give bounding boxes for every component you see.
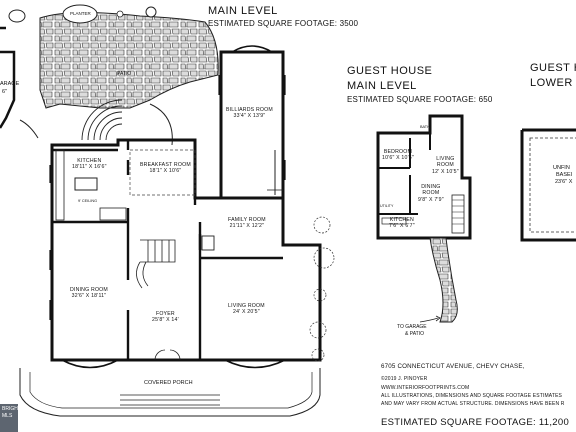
main-level-sqft: ESTIMATED SQUARE FOOTAGE: 3500 xyxy=(208,19,359,28)
bath-label: BATH xyxy=(420,125,430,129)
breakfast-dashed xyxy=(129,149,196,196)
covered-porch-outline xyxy=(19,368,321,417)
main-level-title: MAIN LEVEL xyxy=(208,5,278,17)
billiards-walls xyxy=(219,50,285,200)
copyright-text: ©2019 J. PINOYER xyxy=(381,376,428,382)
foyer-stairs xyxy=(136,239,176,289)
living-bay xyxy=(224,359,286,369)
gh-lower-walls xyxy=(520,128,576,242)
gh-stairs xyxy=(451,194,465,234)
guest-house-main-level-title: MAIN LEVEL xyxy=(347,80,417,92)
garage-dim-label: 6" xyxy=(2,89,8,95)
to-garage-label: TO GARAGE xyxy=(397,324,427,330)
guest-house-walls xyxy=(376,114,472,240)
guest-house-lower-title: GUEST H xyxy=(530,62,576,74)
garage-arrow xyxy=(419,315,441,323)
patio-label: PATIO xyxy=(117,71,132,77)
guest-house-sqft: ESTIMATED SQUARE FOOTAGE: 650 xyxy=(347,95,493,104)
address-text: 6705 CONNECTICUT AVENUE, CHEVY CHASE, xyxy=(381,363,525,370)
garage-wall xyxy=(0,26,16,129)
basement-label: BASEI xyxy=(556,172,573,178)
front-door-swing xyxy=(154,349,181,361)
and-patio-label: & PATIO xyxy=(405,331,424,337)
disclaimer-line-2: AND MAY VARY FROM ACTUAL STRUCTURE. DIME… xyxy=(381,401,565,407)
planter-small-1 xyxy=(8,9,26,23)
ceiling-label: 9' CEILING xyxy=(78,199,98,203)
patio-steps xyxy=(81,99,123,141)
stone-patio xyxy=(39,11,219,109)
stone-path xyxy=(429,237,458,323)
porch-steps xyxy=(120,394,220,406)
fireplace xyxy=(201,235,215,251)
gh-kitchen-counter xyxy=(381,217,407,225)
guest-house-title: GUEST HOUSE xyxy=(347,65,433,77)
guest-house-interior xyxy=(378,133,431,215)
planter-circle xyxy=(62,4,98,24)
garage-inner-curve xyxy=(19,119,39,139)
planter-small-2 xyxy=(145,6,157,18)
total-sqft: ESTIMATED SQUARE FOOTAGE: 11,200 xyxy=(381,417,570,428)
website-text: WWW.INTERIORFOOTPRINTS.COM xyxy=(381,385,470,391)
disclaimer-line-1: ALL ILLUSTRATIONS, DIMENSIONS AND SQUARE… xyxy=(381,393,563,399)
guest-house-lower-level-title: LOWER L xyxy=(530,77,576,89)
billiards-bay xyxy=(231,45,273,53)
kitchen-counter xyxy=(55,149,65,221)
covered-porch-label: COVERED PORCH xyxy=(144,380,193,386)
planter-label: PLANTER xyxy=(70,11,91,16)
tree-cluster xyxy=(309,216,335,362)
kitchen-counter-2 xyxy=(99,207,127,221)
dining-bay xyxy=(61,359,119,369)
window-marks xyxy=(49,75,321,320)
basement-dim-label: 23'6" X xyxy=(555,179,573,185)
kitchen-island xyxy=(74,177,98,191)
utility-label: UTILITY xyxy=(380,204,394,208)
planter-small-3 xyxy=(116,10,124,18)
porch-inner xyxy=(29,372,313,409)
mls-badge: BRIGHT MLS xyxy=(0,404,21,432)
unfinished-label: UNFIN xyxy=(553,165,570,171)
garage-label: ARAGE xyxy=(0,81,20,87)
gh-lower-dashed xyxy=(529,137,576,233)
